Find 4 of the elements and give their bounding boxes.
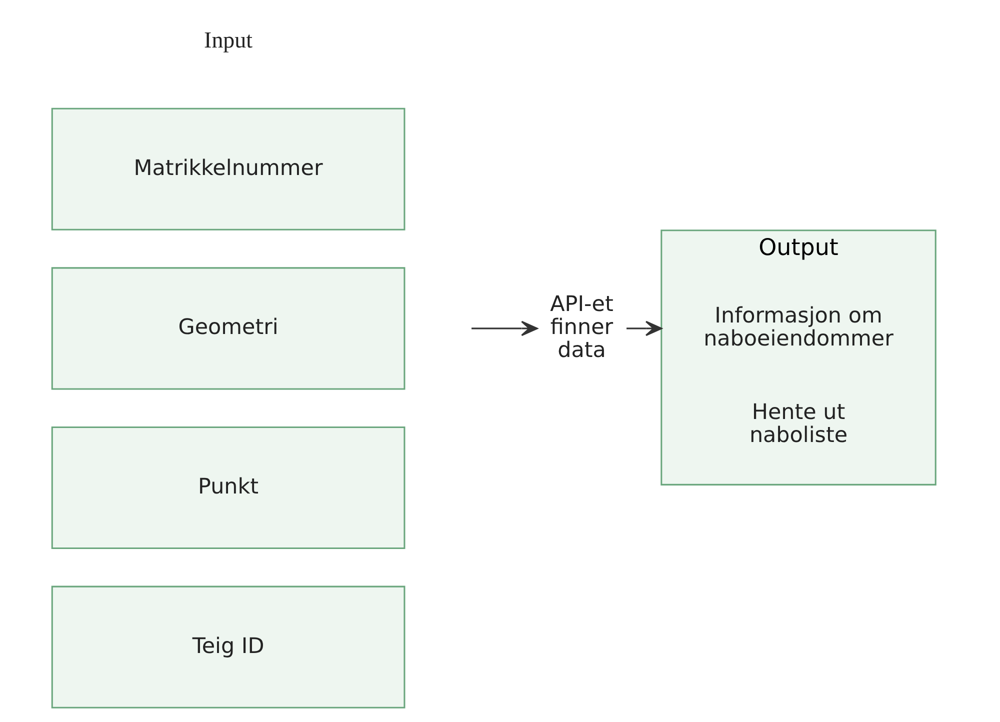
node-text: API-et finner data	[550, 292, 614, 364]
label: Input	[204, 27, 253, 52]
node-text: Informasjon om naboeiendommer	[704, 304, 894, 352]
node-text: Hente ut naboliste	[749, 400, 848, 448]
